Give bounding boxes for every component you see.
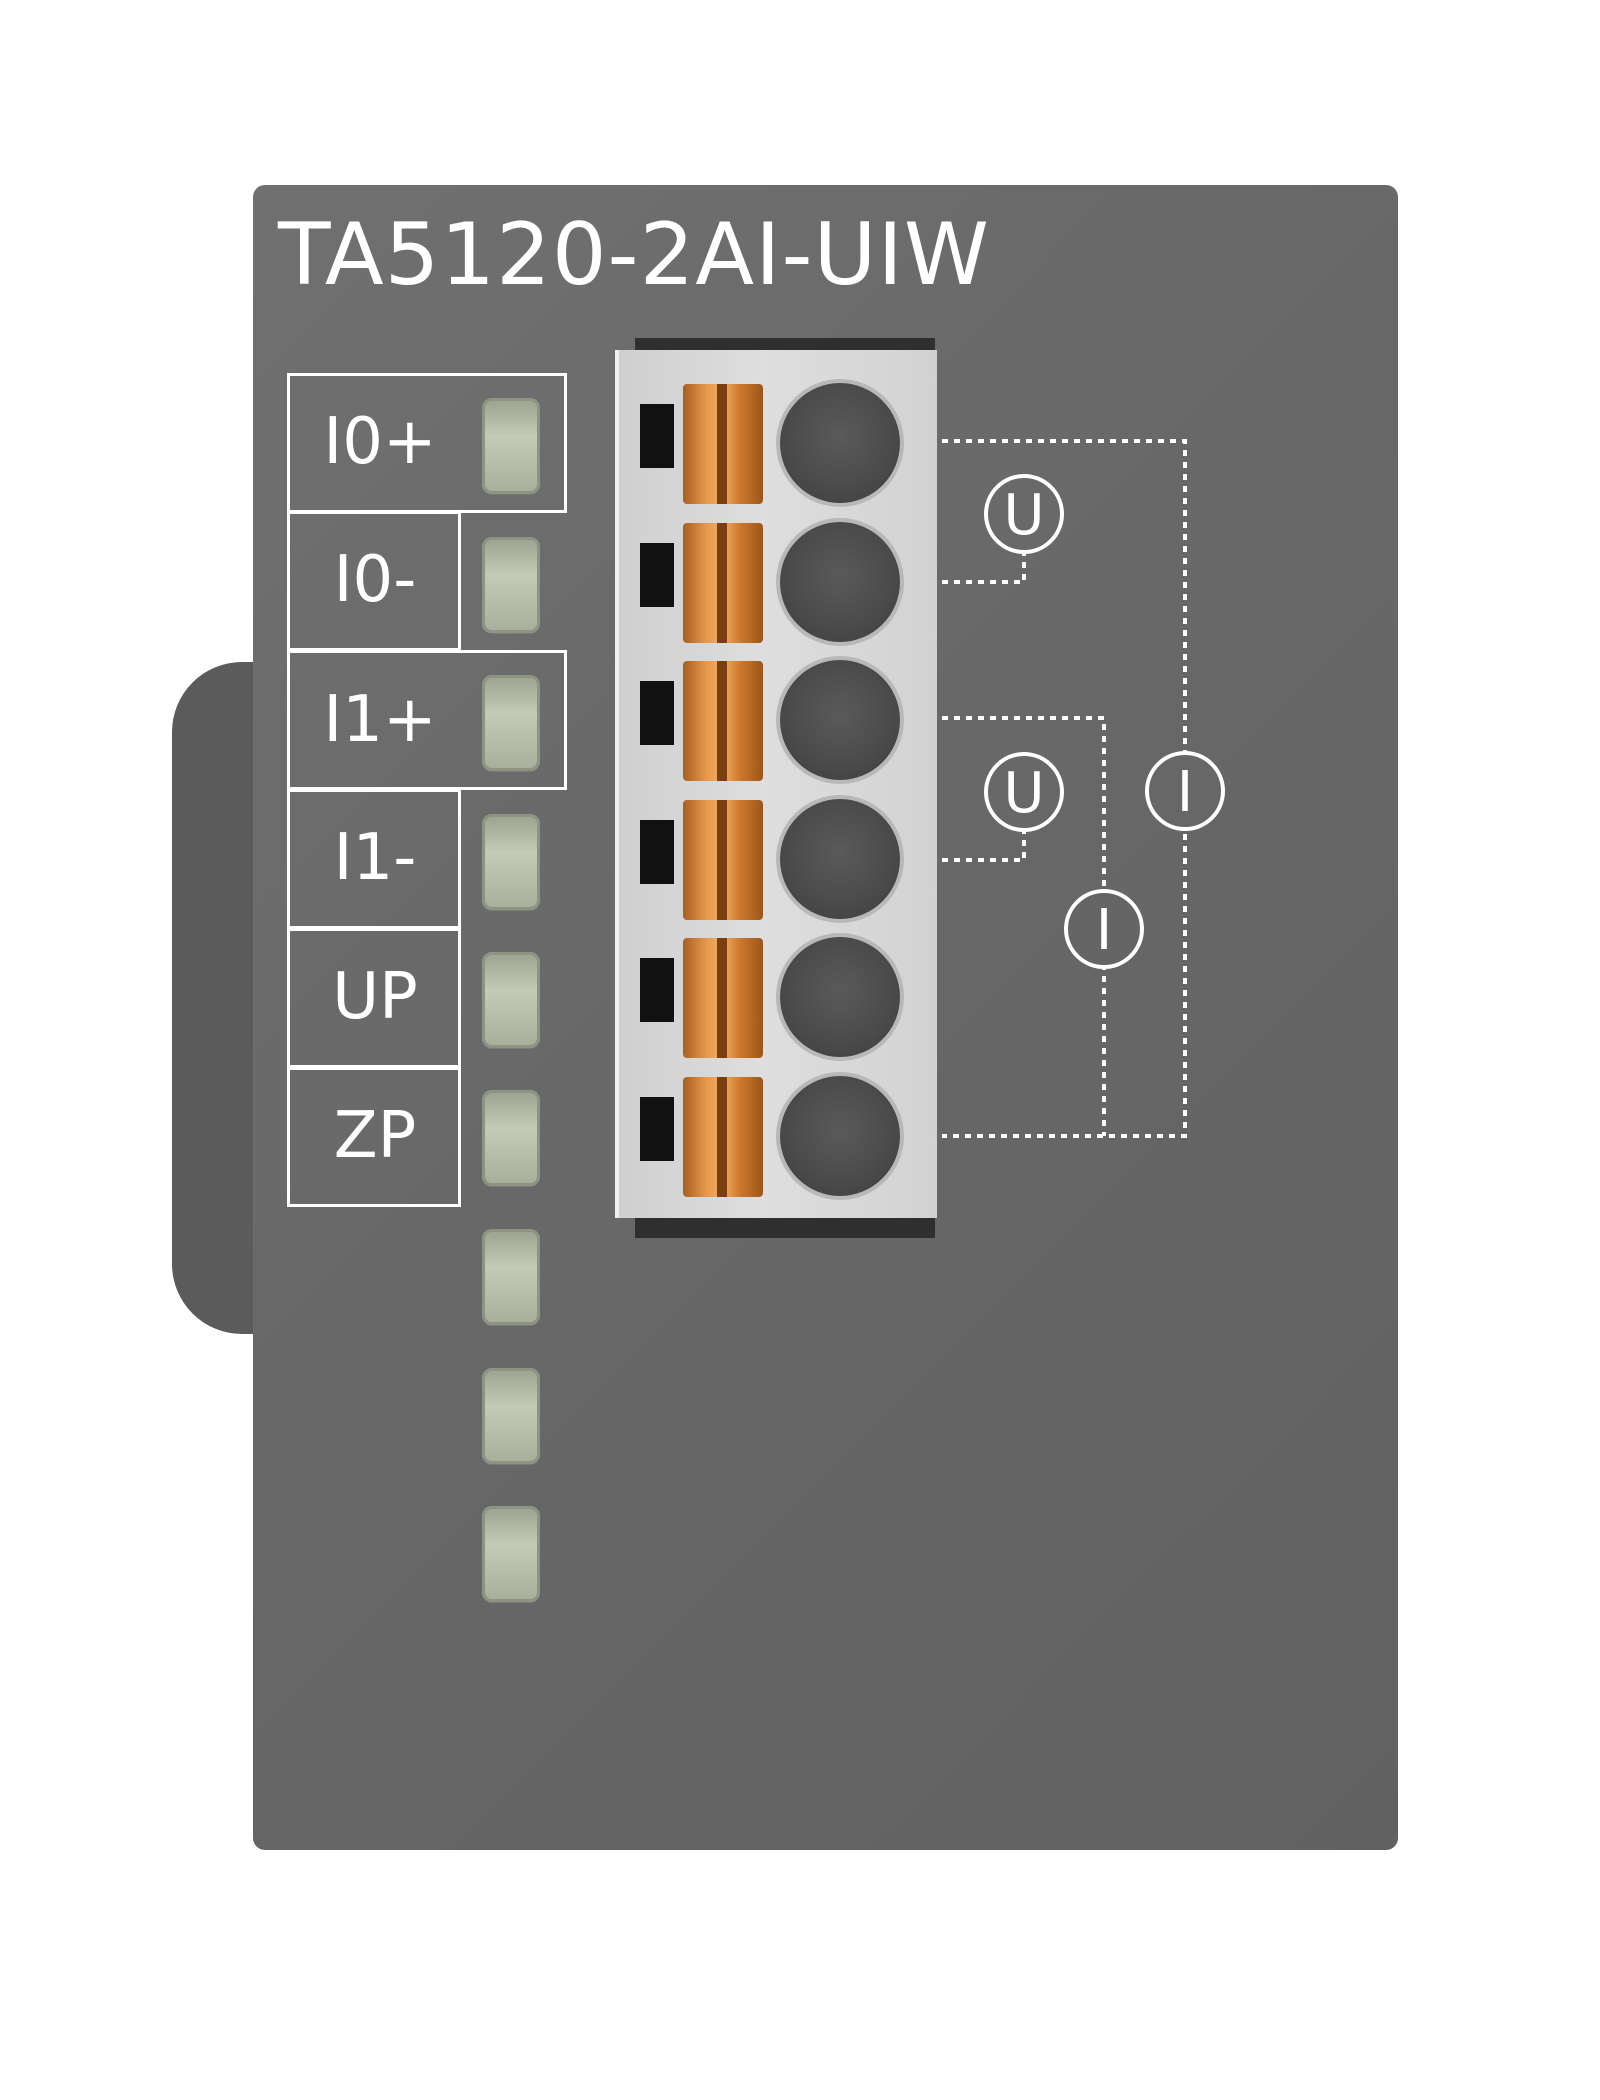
terminal-box-zp (287, 1067, 461, 1207)
current-symbol (1145, 751, 1225, 831)
terminal-label-i1-plus: I1+ (323, 683, 437, 757)
test-slot (640, 958, 674, 1022)
test-slot (640, 543, 674, 607)
wire-entry-hole[interactable] (780, 937, 900, 1057)
release-lever[interactable] (683, 938, 763, 1058)
release-lever[interactable] (683, 384, 763, 504)
wire-entry-hole[interactable] (780, 799, 900, 919)
release-lever[interactable] (683, 1077, 763, 1197)
status-led (482, 1506, 540, 1602)
status-led (482, 398, 540, 494)
terminal-box-i1-minus (287, 789, 461, 929)
status-led (482, 814, 540, 910)
terminal-box-up (287, 928, 461, 1068)
status-led (482, 1368, 540, 1464)
release-lever[interactable] (683, 523, 763, 643)
status-led (482, 1229, 540, 1325)
voltage-symbol-label: U (1004, 761, 1045, 826)
terminal-connector[interactable] (615, 350, 937, 1218)
terminal-box-i1-plus (287, 650, 567, 790)
terminal-label-i0-plus: I0+ (323, 405, 437, 479)
voltage-symbol (984, 752, 1064, 832)
status-led (482, 952, 540, 1048)
voltage-symbol (984, 474, 1064, 554)
status-led (482, 1090, 540, 1186)
test-slot (640, 681, 674, 745)
release-lever[interactable] (683, 661, 763, 781)
wire-entry-hole[interactable] (780, 383, 900, 503)
current-symbol-label: I (1096, 898, 1113, 963)
terminal-label-i1-minus: I1- (333, 821, 417, 895)
test-slot (640, 1097, 674, 1161)
test-slot (640, 820, 674, 884)
terminal-label-zp: ZP (333, 1099, 417, 1173)
test-slot (640, 404, 674, 468)
current-symbol (1064, 889, 1144, 969)
wire-entry-hole[interactable] (780, 522, 900, 642)
terminal-label-up: UP (332, 960, 418, 1034)
terminal-label-i0-minus: I0- (333, 543, 417, 617)
model-label: TA5120-2AI-UIW (278, 205, 990, 305)
status-led (482, 537, 540, 633)
release-lever[interactable] (683, 800, 763, 920)
wire-entry-hole[interactable] (780, 1076, 900, 1196)
wire-entry-hole[interactable] (780, 660, 900, 780)
status-led (482, 675, 540, 771)
terminal-box-i0-minus (287, 511, 461, 651)
voltage-symbol-label: U (1004, 483, 1045, 548)
current-symbol-label: I (1177, 760, 1194, 825)
